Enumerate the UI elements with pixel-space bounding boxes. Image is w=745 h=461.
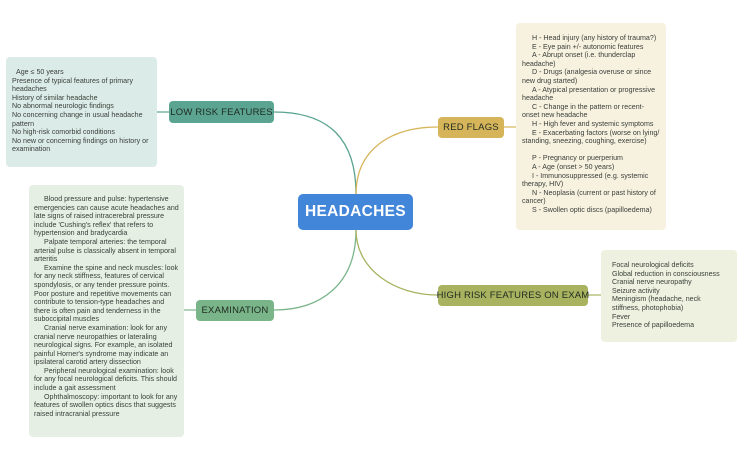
note-line: Palpate temporal arteries: the temporal … (34, 237, 176, 264)
connector-high-risk (355, 229, 439, 296)
topic-examination[interactable]: EXAMINATION (196, 300, 274, 321)
note-line: No concerning change in usual headache p… (12, 110, 143, 128)
topic-label: LOW RISK FEATURES (170, 106, 273, 118)
topic-label: EXAMINATION (201, 305, 269, 316)
note-line: A - Age (onset > 50 years) (532, 162, 615, 171)
connector-red-flags (355, 126, 439, 195)
note-line: C - Change in the pattern or recent-onse… (522, 102, 644, 120)
connector-low-risk (273, 111, 357, 195)
topic-label: HIGH RISK FEATURES ON EXAM (436, 290, 590, 301)
note-line: P - Pregnancy or puerperium (532, 154, 623, 163)
notes-high-risk-features-on-exam: Focal neurological deficits Global reduc… (601, 250, 737, 342)
note-line: Presence of typical features of primary … (12, 76, 134, 94)
note-line: Global reduction in consciousness (612, 269, 720, 278)
topic-label: RED FLAGS (443, 122, 499, 133)
note-line: History of similar headache (12, 93, 98, 102)
note-line: Blood pressure and pulse: hypertensive e… (34, 195, 179, 238)
central-topic-label: HEADACHES (305, 203, 406, 220)
note-line: H - High fever and systemic symptoms (532, 119, 654, 128)
topic-high-risk-features-on-exam[interactable]: HIGH RISK FEATURES ON EXAM (436, 285, 590, 306)
central-topic[interactable]: HEADACHES (298, 194, 413, 230)
note-line: I - Immunosuppressed (e.g. systemic ther… (522, 171, 649, 189)
note-line: A - Atypical presentation or progressive… (522, 85, 656, 103)
notes-red-flags: H - Head injury (any history of trauma?)… (516, 23, 666, 230)
note-line: Focal neurological deficits (612, 261, 694, 269)
note-line: Examine the spine and neck muscles: look… (34, 263, 179, 324)
note-line: Fever (612, 312, 631, 321)
note-line: E - Exacerbating factors (worse on lying… (522, 128, 660, 146)
note-line: No new or concerning findings on history… (12, 136, 149, 154)
note-line: A - Abrupt onset (i.e. thunderclap heada… (522, 51, 636, 68)
note-line: Cranial nerve neuropathy (612, 278, 692, 287)
note-line: H - Head injury (any history of trauma?) (532, 34, 657, 42)
note-line: N - Neoplasia (current or past history o… (522, 188, 656, 206)
note-line: D - Drugs (analgesia overuse or since ne… (522, 68, 652, 85)
topic-red-flags[interactable]: RED FLAGS (438, 117, 504, 138)
connector-examination (273, 229, 357, 311)
note-line: No high-risk comorbid conditions (12, 128, 115, 137)
note-line: Presence of papilloedema (612, 321, 695, 330)
note-line: Age ≤ 50 years (16, 68, 64, 76)
notes-examination: Blood pressure and pulse: hypertensive e… (29, 185, 184, 437)
note-line: Cranial nerve examination: look for any … (34, 323, 173, 367)
note-spacer (522, 146, 660, 155)
note-line: Ophthalmoscopy: important to look for an… (34, 392, 178, 418)
note-line: Peripheral neurological examination: loo… (34, 366, 178, 393)
topic-low-risk-features[interactable]: LOW RISK FEATURES (169, 101, 274, 123)
notes-low-risk-features: Age ≤ 50 years Presence of typical featu… (6, 57, 157, 167)
note-line: Meningism (headache, neck stiffness, pho… (612, 295, 701, 312)
note-line: No abnormal neurologic findings (12, 102, 114, 111)
note-line: S - Swollen optic discs (papilloedema) (532, 205, 652, 214)
note-line: Seizure activity (612, 286, 660, 295)
note-line: E - Eye pain +/- autonomic features (532, 42, 644, 51)
